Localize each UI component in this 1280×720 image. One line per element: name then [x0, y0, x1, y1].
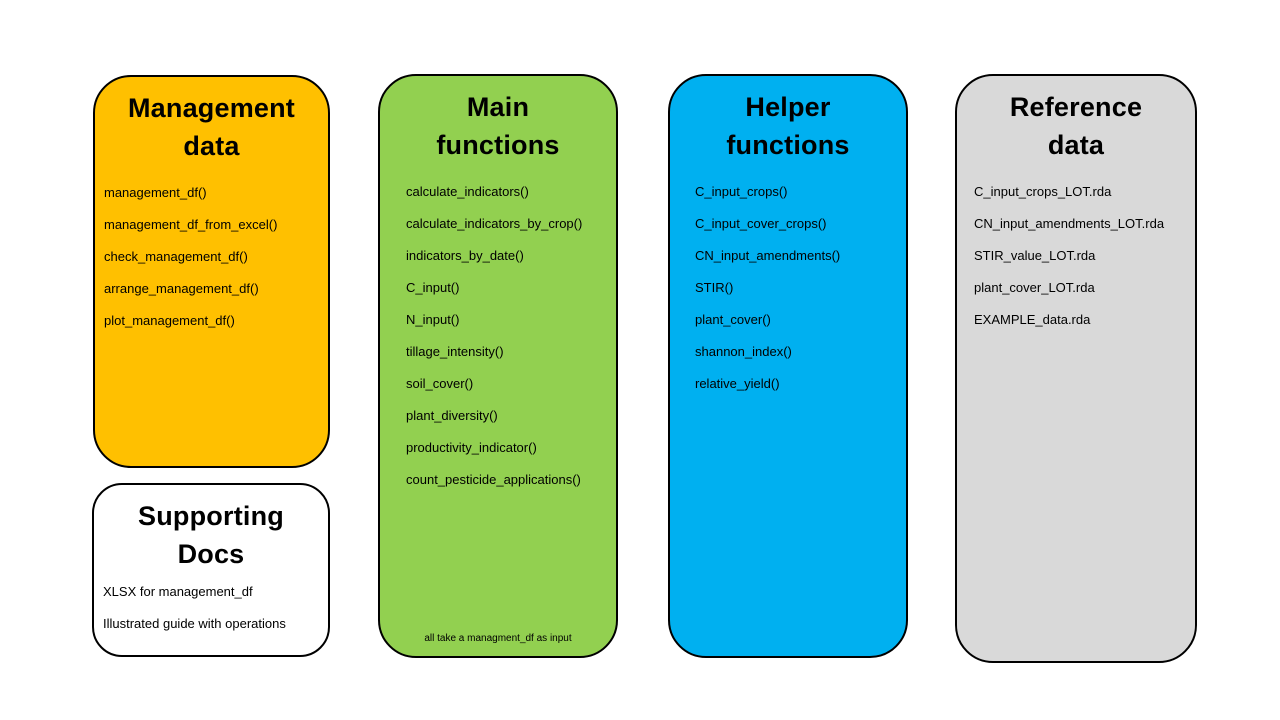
list-item: soil_cover()	[406, 376, 474, 391]
list-item: relative_yield()	[695, 376, 780, 391]
list-item: plant_cover()	[695, 312, 771, 327]
list-item: STIR_value_LOT.rda	[974, 248, 1096, 263]
list-item: N_input()	[406, 312, 460, 327]
list-item: management_df_from_excel()	[104, 217, 278, 232]
helper-functions-title: Helper functions	[726, 92, 850, 160]
list-item: management_df()	[104, 185, 207, 200]
management-data-items: management_df() management_df_from_excel(…	[95, 177, 328, 337]
list-item: CN_input_amendments()	[695, 248, 841, 263]
list-item: calculate_indicators()	[406, 184, 529, 199]
list-item: C_input_crops()	[695, 184, 788, 199]
supporting-docs-title: Supporting Docs	[138, 501, 284, 569]
helper-functions-items: C_input_crops() C_input_cover_crops() CN_i…	[670, 176, 906, 400]
helper-functions-box: Helper functions C_input_crops()C_input_…	[668, 74, 908, 658]
main-functions-title: Main functions	[436, 92, 560, 160]
list-item: C_input()	[406, 280, 460, 295]
list-item: plant_diversity()	[406, 408, 498, 423]
list-item: count_pesticide_applications()	[406, 472, 581, 487]
list-item: indicators_by_date()	[406, 248, 524, 263]
list-item: shannon_index()	[695, 344, 792, 359]
list-item: check_management_df()	[104, 249, 248, 264]
list-item: C_input_cover_crops()	[695, 216, 827, 231]
list-item: STIR()	[695, 280, 734, 295]
list-item: CN_input_amendments_LOT.rda	[974, 216, 1165, 231]
list-item: tillage_intensity()	[406, 344, 504, 359]
list-item: calculate_indicators_by_crop()	[406, 216, 583, 231]
list-item: Illustrated guide with operations	[103, 616, 286, 631]
list-item: EXAMPLE_data.rda	[974, 312, 1091, 327]
management-data-title: Management data	[127, 93, 296, 161]
main-functions-footnote: all take a managment_df as input	[424, 633, 572, 644]
list-item: plot_management_df()	[104, 313, 235, 328]
list-item: XLSX for management_df	[103, 584, 253, 599]
list-item: plant_cover_LOT.rda	[974, 280, 1095, 295]
main-functions-items: calculate_indicators() calculate_indicato…	[380, 176, 616, 496]
management-data-box: Management data management_df()managemen…	[93, 75, 330, 468]
list-item: arrange_management_df()	[104, 281, 259, 296]
main-functions-box: Main functions calculate_indicators()cal…	[378, 74, 618, 658]
list-item: C_input_crops_LOT.rda	[974, 184, 1112, 199]
reference-data-title: Reference data	[1009, 92, 1143, 160]
list-item: productivity_indicator()	[406, 440, 537, 455]
